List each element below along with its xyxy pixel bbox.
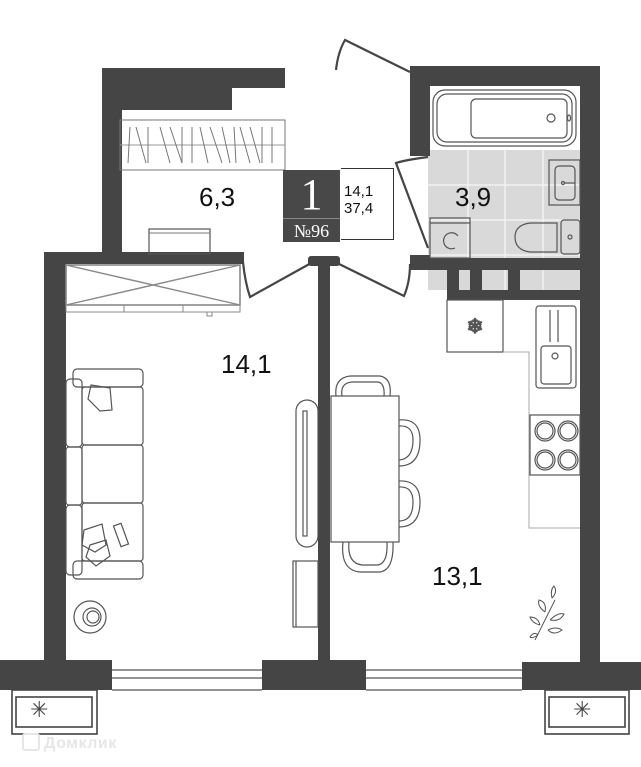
tv-unit	[295, 399, 319, 548]
kitchen-door	[334, 261, 412, 298]
stove	[529, 414, 581, 476]
bathroom-door	[394, 155, 430, 249]
snowflake-icon: ✳	[30, 697, 49, 722]
kitchen-sink	[535, 305, 577, 389]
room-area-living-room: 14,1	[221, 349, 272, 379]
domclick-logo-icon	[22, 733, 40, 751]
watermark-text: Домклик	[44, 735, 117, 752]
room-area-bathroom: 3,9	[455, 182, 492, 212]
windows	[112, 669, 522, 691]
floor-lamp	[73, 600, 107, 634]
toilet	[514, 219, 581, 255]
plant	[529, 585, 565, 641]
kitchen-counter	[503, 351, 580, 529]
living-area: 14,1	[344, 183, 374, 200]
balcony-right	[544, 689, 630, 735]
washing-machine	[429, 217, 471, 259]
snowflake-icon: ✳	[573, 697, 592, 722]
area-summary: 14,1 37,4	[341, 168, 394, 240]
balcony-left	[11, 689, 98, 735]
shoe-cabinet	[148, 228, 211, 255]
svg-text:❄: ❄	[467, 314, 484, 338]
apartment-badge: 1 №96	[283, 170, 340, 242]
walls	[0, 66, 641, 690]
bathtub	[432, 89, 577, 147]
sofa	[65, 368, 144, 580]
watermark: Домклик	[22, 733, 117, 753]
room-area-kitchen: 13,1	[432, 561, 483, 591]
room-area-hallway: 6,3	[199, 182, 236, 212]
total-area: 37,4	[344, 200, 374, 217]
wardrobe	[119, 119, 286, 171]
dining-set	[330, 375, 421, 573]
dresser	[292, 560, 319, 628]
washbasin	[548, 159, 581, 206]
rooms-count: 1	[300, 170, 323, 219]
fridge: ❄	[446, 299, 504, 353]
apartment-number: №96	[283, 218, 340, 243]
vent-shafts	[460, 270, 532, 290]
closet	[65, 264, 241, 317]
entrance-door	[334, 38, 411, 73]
living-room-door	[241, 261, 314, 299]
